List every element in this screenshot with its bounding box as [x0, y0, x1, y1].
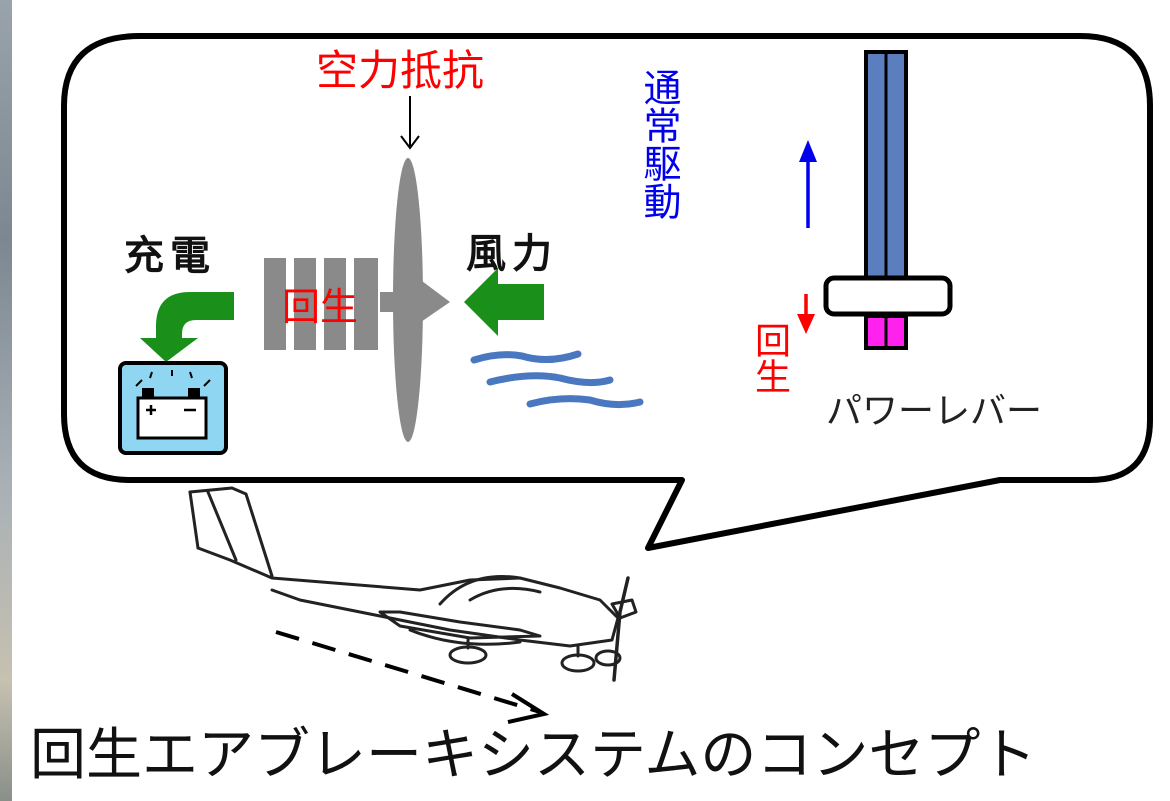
battery-icon	[118, 361, 228, 455]
air-resistance-label: 空力抵抗	[316, 46, 485, 95]
photo-edge-strip	[0, 0, 12, 801]
normal-drive-label: 通常駆動	[637, 68, 681, 220]
charging-label: 充電	[124, 233, 216, 279]
regen-propeller-label: 回生	[282, 285, 359, 329]
regen-arrow	[797, 294, 815, 334]
wind-arrow	[464, 268, 544, 336]
power-lever-label: パワーレバー	[826, 391, 1043, 432]
regen-lever-label: 回生	[749, 322, 790, 394]
normal-drive-arrow	[799, 140, 817, 228]
propeller-icon	[380, 158, 450, 442]
wind-force-label: 風力	[466, 231, 558, 277]
charging-arrow	[140, 292, 234, 362]
airplane-icon	[188, 486, 638, 682]
air-resistance-arrow	[400, 96, 420, 150]
motor-fins-icon	[264, 258, 378, 350]
diagram-title: 回生エアブレーキシステムのコンセプト	[30, 723, 1037, 788]
power-lever-icon	[823, 50, 953, 350]
motion-arrow	[275, 630, 550, 724]
wind-lines-icon	[470, 350, 644, 409]
